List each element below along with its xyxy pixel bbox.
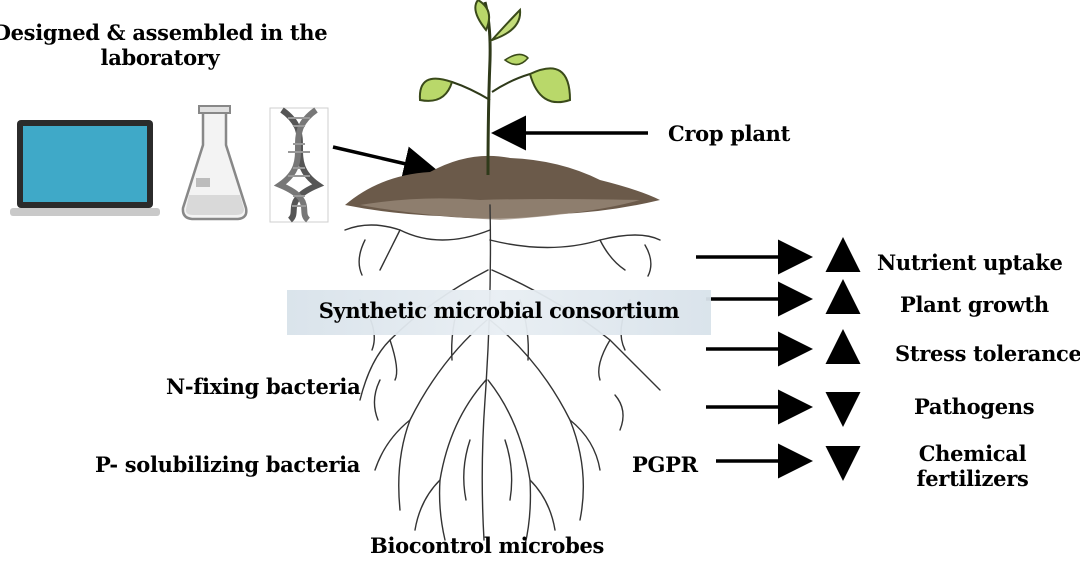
effect-label-pathogens: Pathogens bbox=[914, 394, 1035, 419]
lab-title-line1: Designed & assembled in the bbox=[0, 20, 328, 45]
consortium-label: Synthetic microbial consortium bbox=[318, 298, 680, 323]
effect-label-fertilizers: fertilizers bbox=[916, 466, 1029, 492]
n-fixing-label: N-fixing bacteria bbox=[166, 374, 361, 399]
effect-label-chemical-fertilizers: Chemical fertilizers bbox=[900, 441, 1045, 491]
lab-title-line2: laboratory bbox=[100, 45, 220, 71]
crop-plant-icon bbox=[418, 0, 572, 176]
dna-icon bbox=[269, 107, 329, 223]
roots-icon bbox=[344, 204, 661, 546]
p-solubilizing-label: P- solubilizing bacteria bbox=[95, 452, 361, 477]
effect-arrows bbox=[696, 239, 813, 479]
lab-title: Designed & assembled in the laboratory bbox=[0, 20, 330, 70]
consortium-banner bbox=[287, 290, 711, 335]
crop-plant-label: Crop plant bbox=[668, 121, 791, 146]
soil-mound bbox=[345, 155, 660, 220]
flask-icon bbox=[181, 105, 248, 221]
effect-label-plant-growth: Plant growth bbox=[900, 292, 1049, 317]
effect-label-stress-tolerance: Stress tolerance bbox=[895, 341, 1080, 366]
effect-label-chemical: Chemical bbox=[918, 441, 1027, 466]
laptop-icon bbox=[10, 120, 160, 216]
effect-label-nutrient-uptake: Nutrient uptake bbox=[877, 250, 1063, 275]
lab-to-soil-arrow bbox=[332, 145, 439, 181]
biocontrol-label: Biocontrol microbes bbox=[370, 533, 605, 558]
pgpr-label: PGPR bbox=[632, 452, 698, 477]
